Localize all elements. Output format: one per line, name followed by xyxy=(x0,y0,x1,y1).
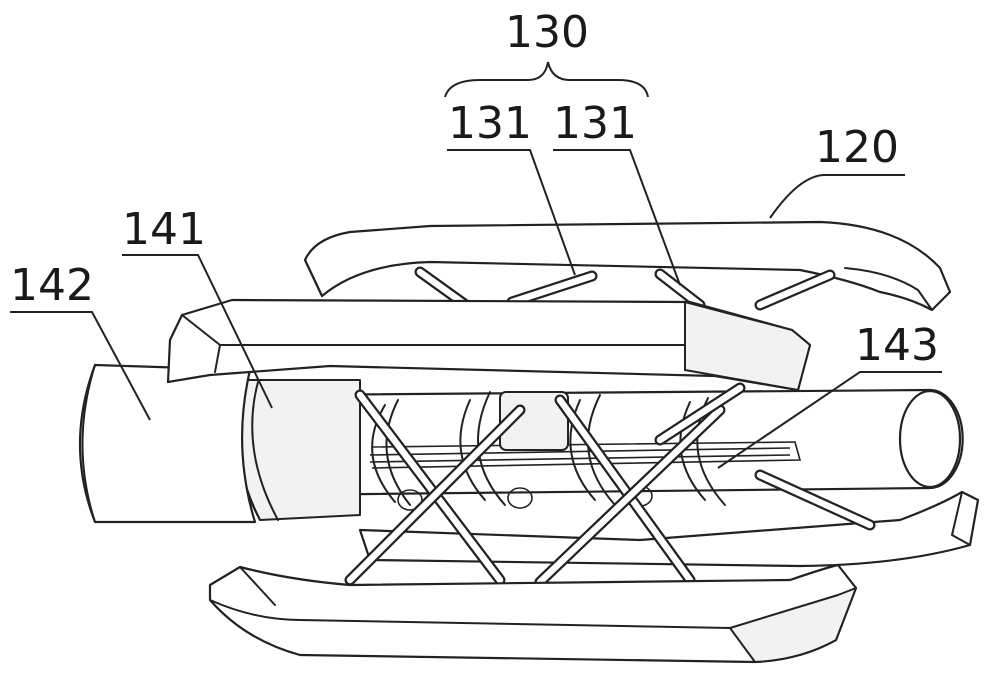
label-143: 143 xyxy=(855,320,939,371)
label-131-right: 131 xyxy=(553,98,637,149)
label-131-left: 131 xyxy=(448,98,532,149)
label-142: 142 xyxy=(10,260,94,311)
upper-plate-120 xyxy=(305,222,950,310)
front-upper-plate xyxy=(168,300,810,390)
front-lower-plate xyxy=(210,565,856,662)
end-cylinder-142 xyxy=(80,365,255,522)
label-130: 130 xyxy=(505,7,589,58)
sleeve-141 xyxy=(234,380,360,520)
label-141: 141 xyxy=(122,204,206,255)
label-120: 120 xyxy=(815,122,899,173)
